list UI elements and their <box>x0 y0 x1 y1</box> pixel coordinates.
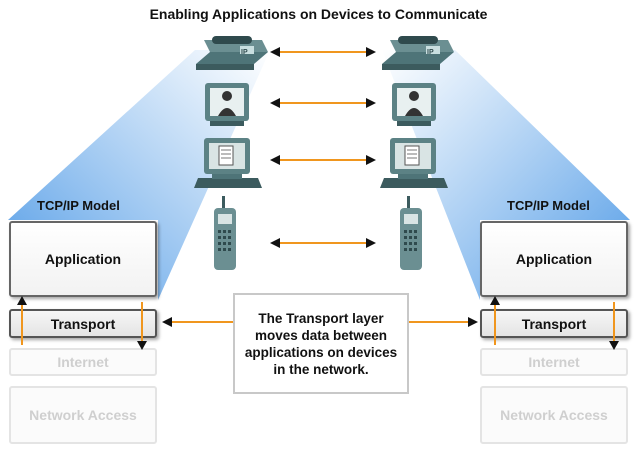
svg-text:IP: IP <box>241 49 248 56</box>
diagram-title: Enabling Applications on Devices to Comm… <box>149 6 488 22</box>
right-network-access-layer: Network Access <box>480 386 628 444</box>
right-internet-layer: Internet <box>480 348 628 376</box>
left-application-label: Application <box>44 251 122 267</box>
left-video-terminal-icon <box>205 83 249 126</box>
left-application-layer: Application <box>9 221 157 297</box>
right-transport-layer: Transport <box>480 309 628 338</box>
right-application-layer: Application <box>480 221 628 297</box>
right-application-label: Application <box>515 251 593 267</box>
right-internet-label: Internet <box>528 354 580 370</box>
right-model-heading: TCP/IP Model <box>507 198 590 213</box>
right-ip-phone-icon: IP <box>382 36 454 70</box>
right-video-terminal-icon <box>392 83 436 126</box>
right-mobile-phone-icon <box>400 196 422 270</box>
left-transport-layer: Transport <box>9 309 157 338</box>
transport-note-text: The Transport layer moves data between a… <box>244 310 398 377</box>
device-arrow-heads <box>270 47 376 248</box>
device-arrows <box>276 51 370 244</box>
left-network-access-label: Network Access <box>29 407 137 423</box>
transport-note: The Transport layer moves data between a… <box>233 293 409 394</box>
left-document-computer-icon <box>194 138 262 188</box>
left-internet-layer: Internet <box>9 348 157 376</box>
svg-text:IP: IP <box>427 49 434 56</box>
left-internet-label: Internet <box>57 354 109 370</box>
left-ip-phone-icon: IP <box>196 36 268 70</box>
left-beam <box>8 50 270 300</box>
right-beam <box>382 50 630 300</box>
left-network-access-layer: Network Access <box>9 386 157 444</box>
left-transport-label: Transport <box>50 315 116 332</box>
right-transport-label: Transport <box>521 315 587 332</box>
right-document-computer-icon <box>380 138 448 188</box>
right-network-access-label: Network Access <box>500 407 608 423</box>
left-mobile-phone-icon <box>214 196 236 270</box>
left-model-heading: TCP/IP Model <box>37 198 120 213</box>
note-arrows <box>162 317 478 327</box>
